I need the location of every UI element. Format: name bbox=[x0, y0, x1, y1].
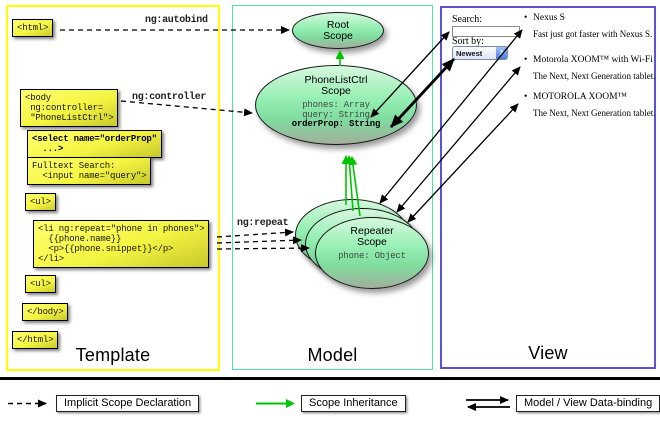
label-ng-controller: ng:controller bbox=[132, 92, 207, 103]
repeater-scope-title: Repeater Scope bbox=[350, 225, 394, 248]
scope-prop-orderprop: orderProp: String bbox=[291, 119, 381, 129]
legend-scope-inheritance: Scope Inheritance bbox=[301, 395, 406, 412]
phone-snippet: Fast just got faster with Nexus S. bbox=[533, 29, 653, 39]
code-ul-close: <ul> bbox=[25, 275, 56, 293]
model-column-label: Model bbox=[307, 345, 358, 365]
bullet-icon: • bbox=[524, 55, 528, 65]
dropdown-arrows-icon: ⇕ bbox=[496, 47, 507, 59]
label-ng-autobind: ng:autobind bbox=[145, 15, 208, 26]
search-label: Search: bbox=[452, 14, 482, 25]
code-select: <select name="orderProp" ...> bbox=[27, 130, 162, 158]
code-html-close: </html> bbox=[12, 331, 59, 349]
sort-dropdown-value: Newest bbox=[456, 48, 483, 58]
phone-list-item: • Nexus S Fast just got faster with Nexus… bbox=[524, 13, 652, 39]
code-body-open: <body ng:controller= "PhoneListCtrl"> bbox=[20, 89, 119, 127]
legend-dashed-arrow-icon bbox=[8, 399, 47, 408]
phone-list-item: • MOTOROLA XOOM™ The Next, Next Generatio… bbox=[524, 92, 656, 118]
legend-green-arrow-icon bbox=[256, 399, 295, 408]
phone-title: MOTOROLA XOOM™ bbox=[533, 92, 627, 102]
root-scope-title: Root Scope bbox=[323, 18, 353, 42]
phone-snippet: The Next, Next Generation tablet. bbox=[533, 71, 656, 81]
sort-dropdown[interactable]: Newest ⇕ bbox=[452, 46, 508, 60]
phonelistctrl-scope-ellipse: PhoneListCtrl Scope phones: Array query:… bbox=[255, 65, 417, 145]
scope-prop-phones: phones: Array bbox=[302, 100, 370, 110]
template-column-label: Template bbox=[75, 345, 151, 365]
code-fulltext-search: Fulltext Search: <input name="query"> bbox=[27, 157, 152, 185]
root-scope-ellipse: Root Scope bbox=[292, 12, 384, 49]
phone-snippet: The Next, Next Generation tablet. bbox=[533, 108, 656, 118]
legend-double-arrow-icon bbox=[466, 396, 510, 411]
phonelistctrl-scope-title: PhoneListCtrl Scope bbox=[304, 74, 368, 97]
phone-title: Motorola XOOM™ with Wi-Fi bbox=[533, 55, 653, 65]
model-column: Model bbox=[232, 5, 433, 370]
code-html-open: <html> bbox=[12, 19, 54, 37]
legend-separator bbox=[0, 377, 660, 380]
legend-implicit-scope: Implicit Scope Declaration bbox=[56, 395, 200, 412]
phone-list-item: • Motorola XOOM™ with Wi-Fi The Next, Nex… bbox=[524, 55, 656, 81]
scope-prop-query: query: String bbox=[302, 109, 370, 120]
scope-prop-phone: phone: Object bbox=[338, 251, 406, 261]
phone-title: Nexus S bbox=[533, 13, 565, 23]
code-body-close: </body> bbox=[22, 303, 69, 321]
view-column-label: View bbox=[528, 343, 568, 363]
code-ul-open: <ul> bbox=[25, 193, 56, 211]
bullet-icon: • bbox=[524, 92, 528, 102]
label-ng-repeat: ng:repeat bbox=[237, 218, 289, 229]
bullet-icon: • bbox=[524, 13, 528, 23]
code-li-repeat: <li ng:repeat="phone in phones"> {{phone… bbox=[33, 220, 210, 268]
legend-data-binding: Model / View Data-binding bbox=[516, 395, 660, 412]
repeater-scope-ellipse-front: Repeater Scope phone: Object bbox=[315, 217, 429, 289]
